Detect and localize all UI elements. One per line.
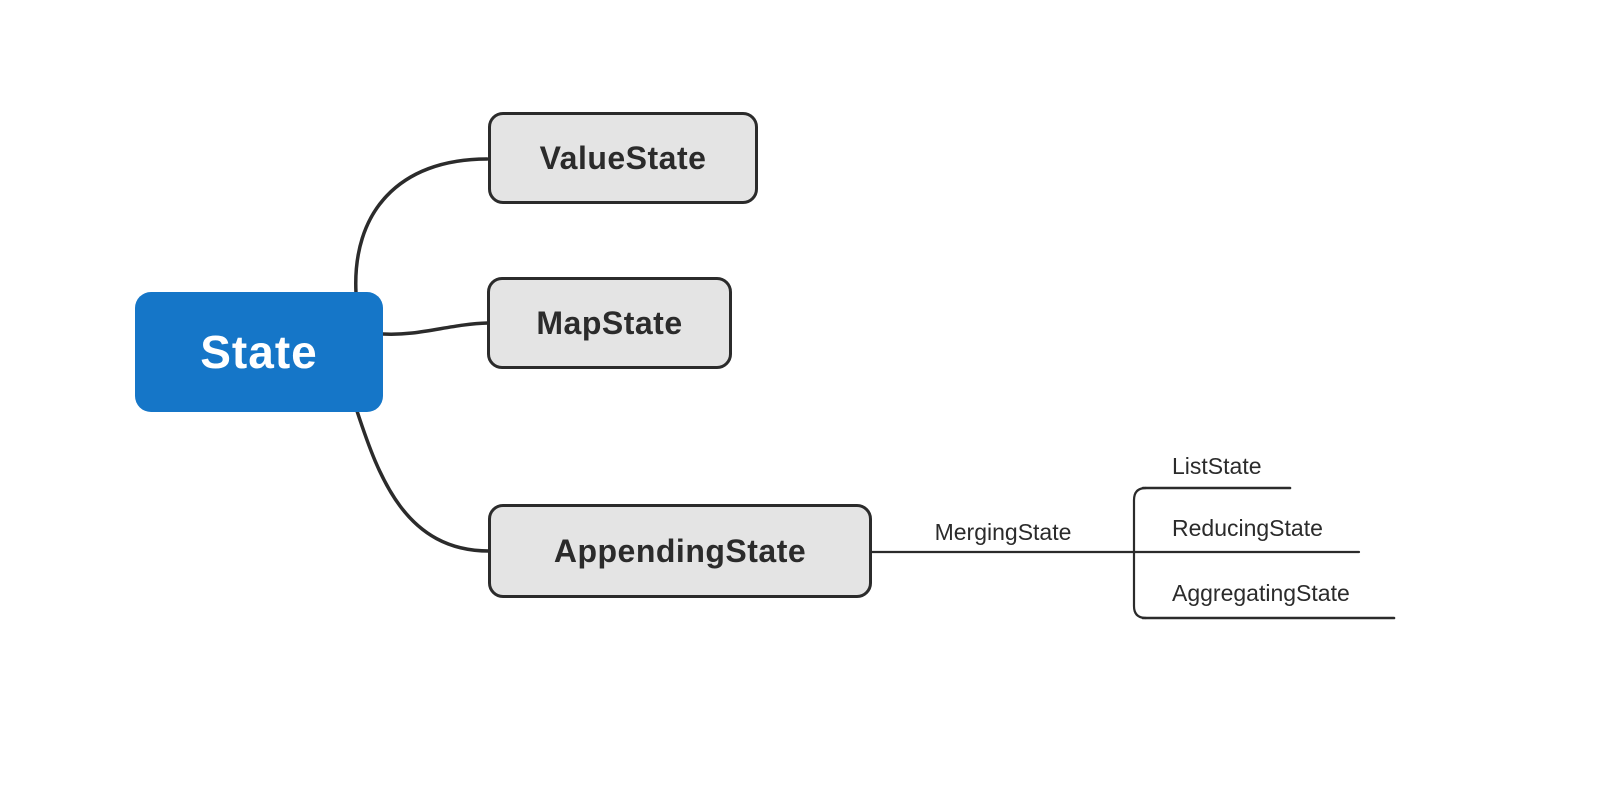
node-valuestate[interactable]: ValueState [488, 112, 758, 204]
node-mergingstate[interactable]: MergingState [934, 519, 1072, 545]
node-appendingstate[interactable]: AppendingState [488, 504, 872, 598]
connector-state-appendingstate [355, 409, 491, 553]
node-appendingstate-label: AppendingState [553, 532, 807, 569]
node-reducingstate[interactable]: ReducingState [1172, 515, 1323, 541]
node-mapstate-label: MapState [536, 304, 683, 341]
connector-state-mapstate [381, 321, 490, 336]
node-mapstate[interactable]: MapState [487, 277, 732, 369]
connector-state-valuestate [354, 157, 489, 295]
node-state[interactable]: State [135, 292, 383, 412]
node-aggregatingstate[interactable]: AggregatingState [1172, 580, 1350, 606]
node-state-label: State [200, 326, 318, 378]
node-liststate[interactable]: ListState [1172, 453, 1262, 479]
node-valuestate-label: ValueState [539, 139, 707, 176]
connector-leaf-bracket [1132, 486, 1148, 620]
